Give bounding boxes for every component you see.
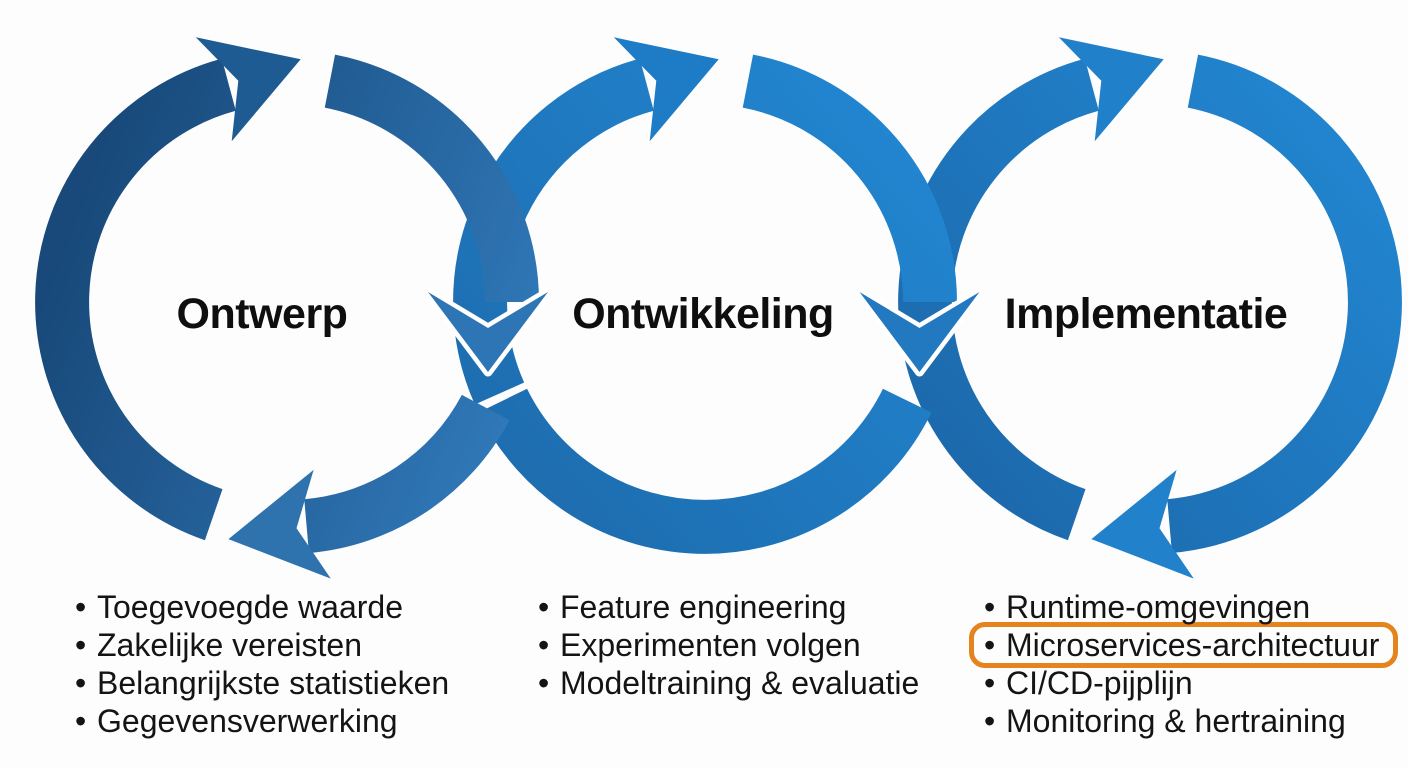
list-item-label: Gegevensverwerking — [97, 703, 398, 739]
list-item-label: Belangrijkste statistieken — [97, 665, 450, 701]
bullet-icon: • — [984, 665, 996, 701]
loop-return-arrowhead-icon — [228, 469, 331, 579]
loop-return-arrowhead-icon — [1091, 469, 1194, 579]
list-item-label: Modeltraining & evaluatie — [560, 665, 920, 701]
bullet-icon: • — [75, 627, 87, 663]
cycle-ontwikkeling-loop — [453, 37, 957, 554]
cycle-arc-segment — [478, 388, 932, 554]
list-item: • Toegevoegde waarde — [75, 588, 403, 626]
list-item: • Zakelijke vereisten — [75, 626, 362, 664]
list-item: • Runtime-omgevingen — [984, 588, 1310, 626]
list-item: • Modeltraining & evaluatie — [538, 664, 919, 702]
list-item: • Experimenten volgen — [538, 626, 861, 664]
list-item-label: CI/CD-pijplijn — [1006, 665, 1193, 701]
list-item-label: Toegevoegde waarde — [97, 589, 404, 625]
cycle-arc-segment — [324, 54, 539, 303]
bullet-icon: • — [538, 589, 550, 625]
cycle-title-ontwerp: Ontwerp — [176, 290, 348, 338]
bullet-icon: • — [75, 589, 87, 625]
cycle-ontwerp-loop — [35, 37, 539, 579]
bullet-list-implementatie: • Runtime-omgevingen • Microservices-archit… — [969, 588, 1399, 740]
cycle-arrows-graphic — [35, 37, 1402, 579]
list-item-label: Feature engineering — [560, 589, 847, 625]
list-item: • Gegevensverwerking — [75, 702, 398, 740]
clockwise-arrowhead-icon — [1058, 37, 1164, 142]
cycle-arc-segment — [1167, 54, 1402, 553]
list-item-label: Microservices-architectuur — [1006, 627, 1380, 663]
list-item-label: Runtime-omgevingen — [1006, 589, 1311, 625]
cycle-arc-segment — [35, 58, 236, 541]
cycle-arc-segment — [742, 54, 957, 303]
cycle-title-implementatie: Implementatie — [1004, 290, 1288, 338]
list-item-label: Zakelijke vereisten — [97, 627, 362, 663]
clockwise-arrowhead-icon — [195, 37, 301, 142]
cycle-arc-segment — [303, 394, 510, 553]
bullet-icon: • — [75, 703, 87, 739]
bullet-icon: • — [538, 627, 550, 663]
list-item-highlighted: • Microservices-architectuur — [969, 622, 1399, 668]
junction-down-arrowhead-icon — [423, 287, 553, 377]
bullet-icon: • — [538, 665, 550, 701]
list-item: • Feature engineering — [538, 588, 846, 626]
cycle-title-ontwikkeling: Ontwikkeling — [572, 290, 834, 338]
bullet-icon: • — [75, 665, 87, 701]
list-item: • Monitoring & hertraining — [984, 702, 1346, 740]
junction-down-arrowhead-icon — [855, 287, 984, 377]
bullet-icon: • — [984, 627, 996, 663]
list-item-label: Monitoring & hertraining — [1006, 703, 1346, 739]
bullet-list-ontwerp: •Toegevoegde waarde•Zakelijke vereisten•… — [75, 588, 449, 740]
list-item: • CI/CD-pijplijn — [984, 664, 1193, 702]
clockwise-arrowhead-icon — [613, 37, 719, 142]
bullet-list-ontwikkeling: • Feature engineering • Experimenten volgen… — [538, 588, 919, 702]
list-item-label: Experimenten volgen — [560, 627, 861, 663]
bullet-icon: • — [984, 589, 996, 625]
bullet-icon: • — [984, 703, 996, 739]
list-item: • Belangrijkste statistieken — [75, 664, 449, 702]
